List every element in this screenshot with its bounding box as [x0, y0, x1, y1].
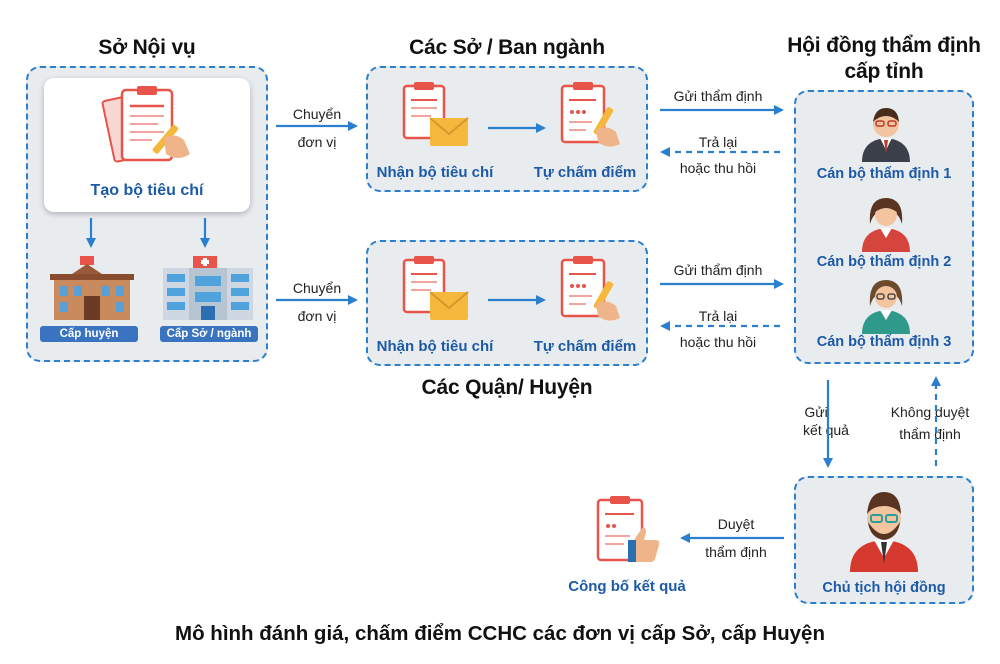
- title-quan-huyen: Các Quận/ Huyện: [421, 376, 593, 399]
- flow-return-line2: hoặc thu hồi: [679, 334, 757, 350]
- receive-criteria-icon: [402, 256, 469, 320]
- self-score-icon: [560, 82, 620, 147]
- step-receive-label: Nhận bộ tiêu chí: [376, 338, 494, 355]
- flow-approve-line1: Duyệt: [717, 516, 755, 532]
- flow-return-line1: Trả lại: [698, 134, 738, 150]
- chairman-avatar: [850, 492, 918, 572]
- flow-transfer-line2: đơn vị: [297, 308, 337, 324]
- appraiser-2-label: Cán bộ thẩm định 2: [816, 254, 952, 270]
- flow-send-result-line2: kết quả: [803, 422, 849, 438]
- appraiser-3-avatar: [862, 280, 910, 334]
- create-criteria-label: Tạo bộ tiêu chí: [90, 182, 204, 199]
- step-self-score-label: Tự chấm điểm: [533, 164, 637, 181]
- flow-reject-line1: Không duyệt: [890, 404, 970, 420]
- receive-criteria-icon: [402, 82, 469, 146]
- clipboard-pencil-icon: [101, 86, 190, 163]
- flow-transfer-line1: Chuyển: [292, 106, 342, 122]
- self-score-icon: [560, 256, 620, 321]
- flow-transfer-line1: Chuyển: [292, 280, 342, 296]
- step-self-score-label: Tự chấm điểm: [533, 338, 637, 355]
- appraiser-1-label: Cán bộ thẩm định 1: [816, 166, 952, 182]
- title-hoi-dong-line1: Hội đồng thẩm định: [787, 34, 981, 57]
- appraiser-3-label: Cán bộ thẩm định 3: [816, 334, 952, 350]
- title-hoi-dong-line2: cấp tỉnh: [844, 60, 924, 83]
- diagram-caption: Mô hình đánh giá, chấm điểm CCHC các đơn…: [175, 622, 825, 645]
- flow-send-appraisal: Gửi thẩm định: [673, 88, 763, 104]
- chairman-label: Chủ tịch hội đồng: [822, 580, 946, 596]
- flow-send-result-line1: Gửi: [804, 404, 828, 420]
- appraiser-1-avatar: [862, 108, 910, 162]
- flow-return-line2: hoặc thu hồi: [679, 160, 757, 176]
- title-so-noi-vu: Sở Nội vụ: [98, 36, 196, 59]
- step-receive-label: Nhận bộ tiêu chí: [376, 164, 494, 181]
- flow-transfer-line2: đơn vị: [297, 134, 337, 150]
- flow-send-appraisal: Gửi thẩm định: [673, 262, 763, 278]
- district-building-icon: [50, 256, 134, 320]
- department-building-icon: [163, 256, 253, 320]
- flow-return-line1: Trả lại: [698, 308, 738, 324]
- flow-approve-line2: thẩm định: [705, 544, 767, 560]
- flow-reject-line2: thẩm định: [899, 426, 961, 442]
- cap-huyen-badge: Cấp huyện: [40, 326, 138, 342]
- title-cac-so: Các Sở / Ban ngành: [409, 36, 605, 59]
- appraiser-2-avatar: [862, 198, 910, 252]
- cap-so-badge: Cấp Sở / ngành: [160, 326, 258, 342]
- publish-result-icon: [596, 496, 660, 562]
- publish-result-label: Công bố kết quả: [568, 578, 686, 595]
